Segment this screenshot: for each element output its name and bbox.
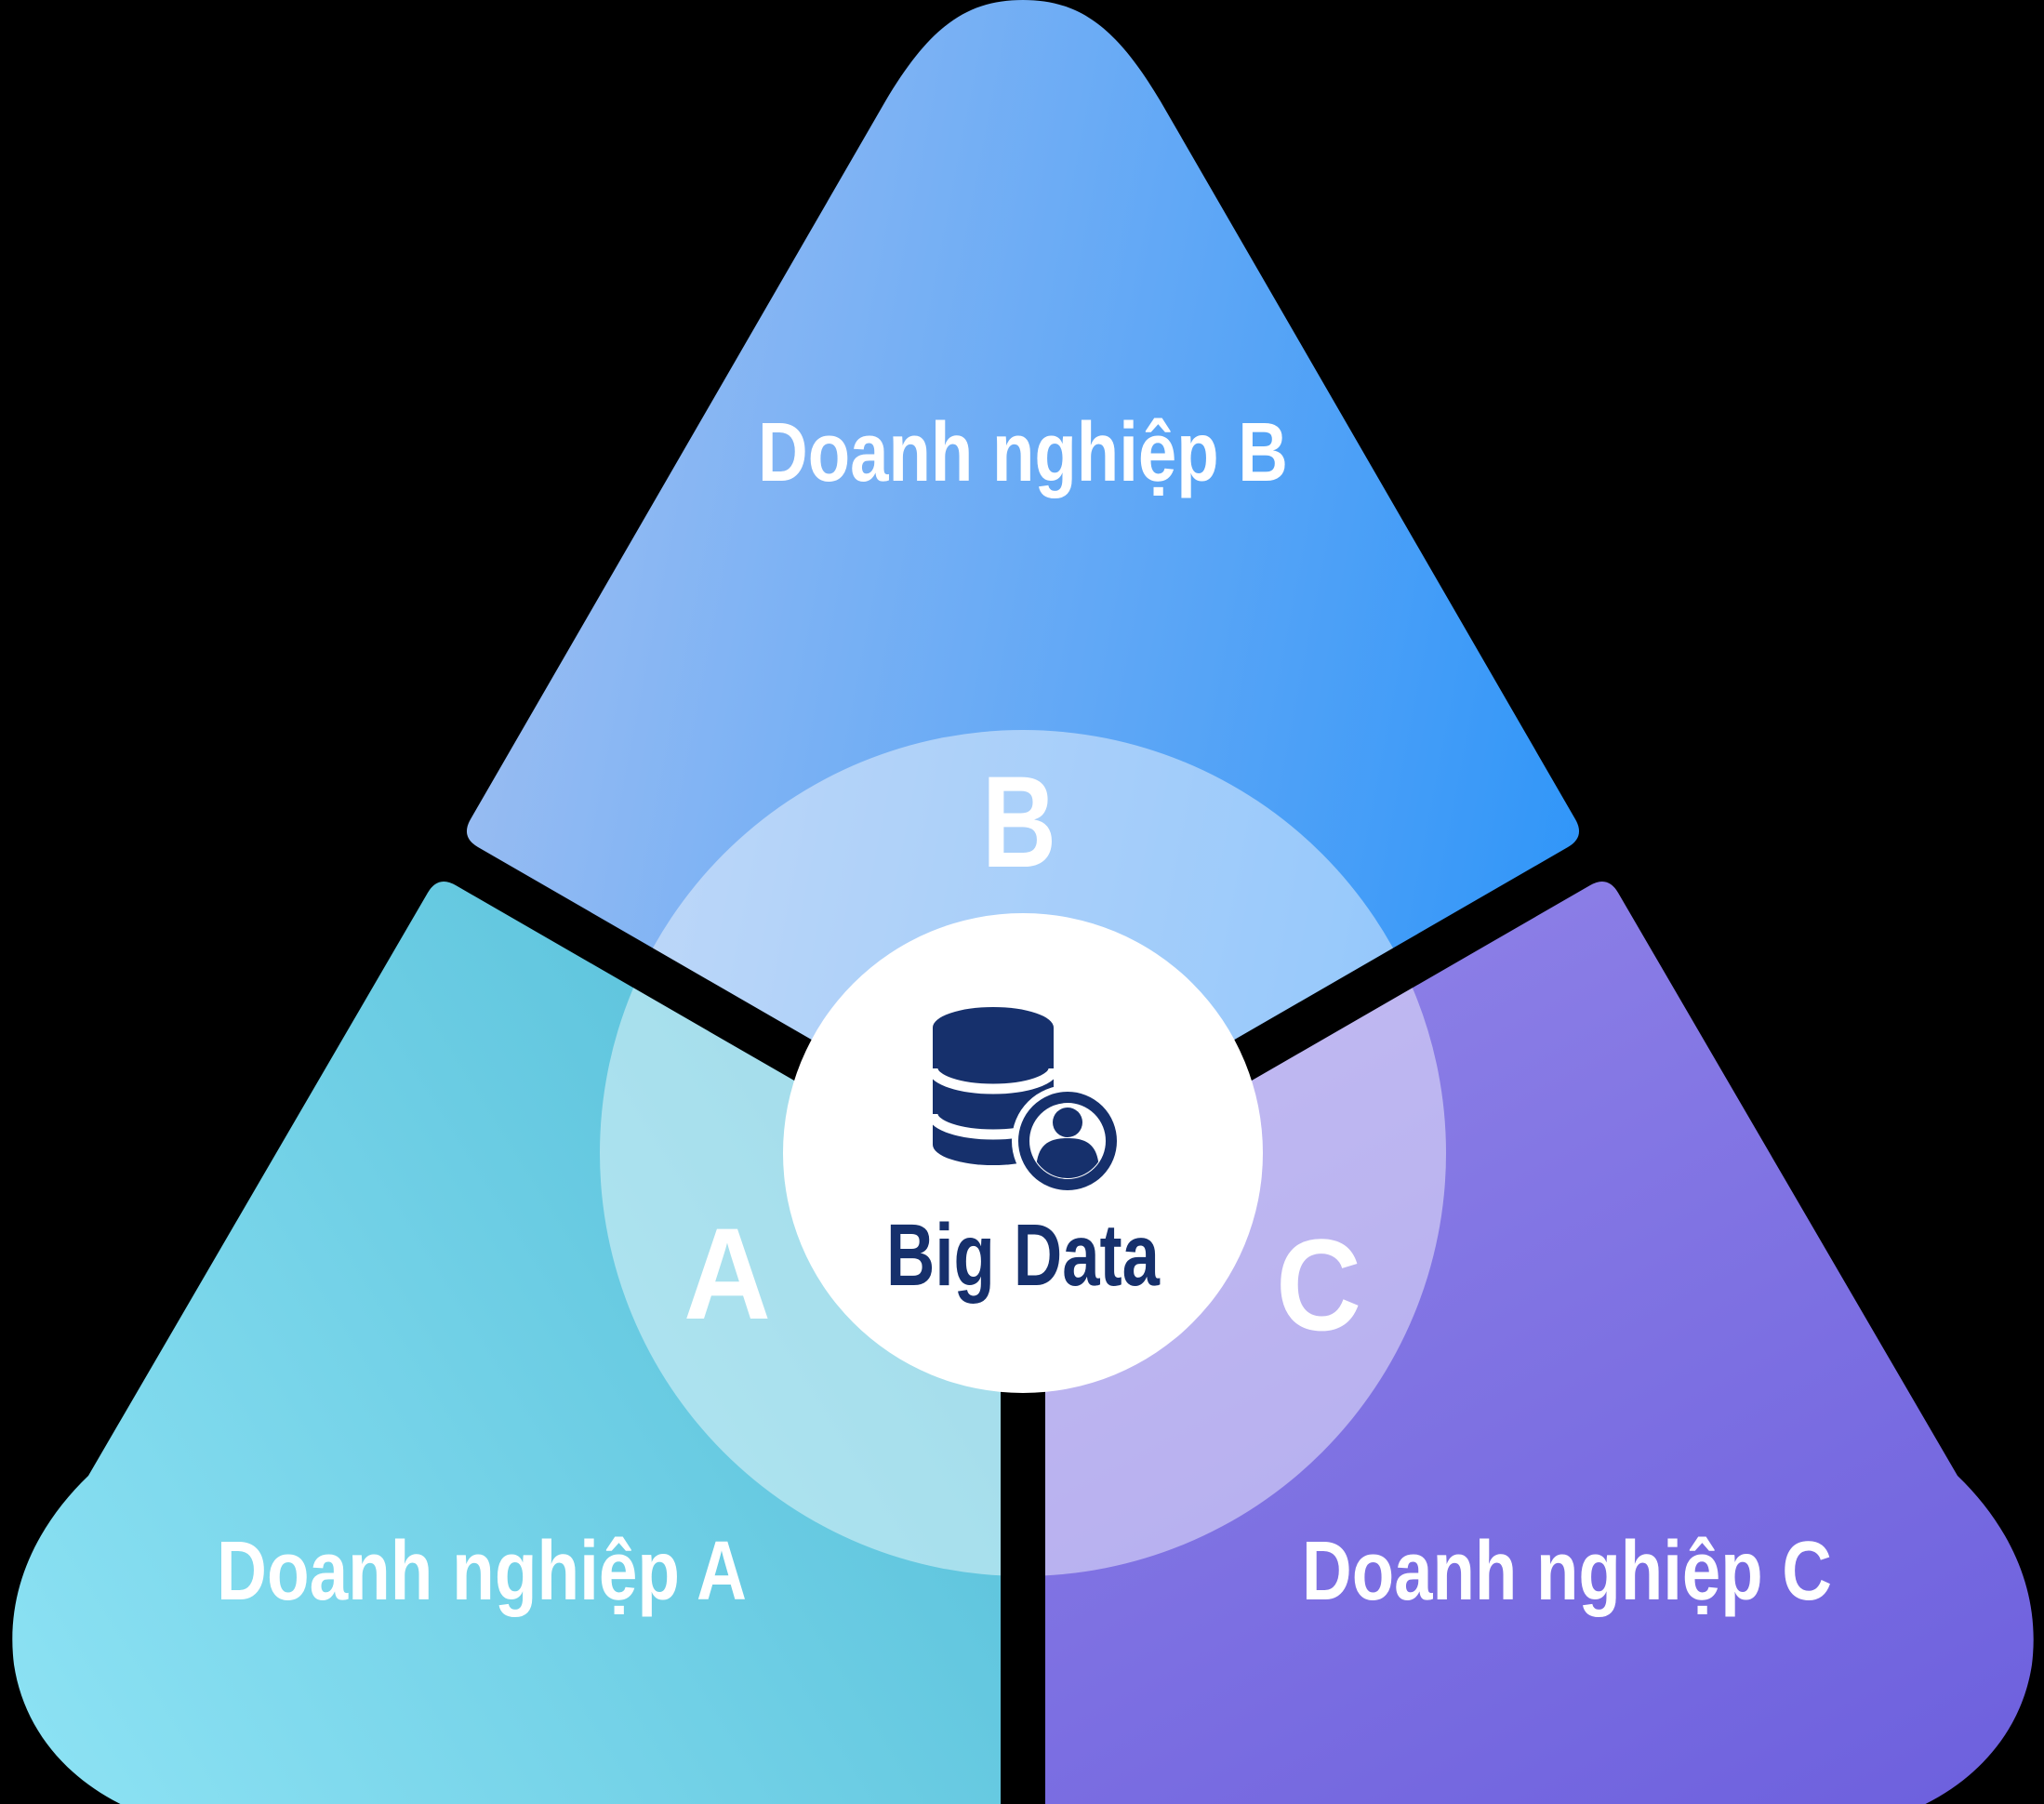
wedge-segment-c	[1045, 881, 2034, 1804]
segment-label-a: Doanh nghiệp A	[217, 1525, 747, 1618]
database-icon	[927, 1007, 1123, 1197]
user-shoulders	[1036, 1138, 1099, 1178]
segment-letter-a: A	[684, 1200, 771, 1346]
wedge-segment-b	[466, 0, 1580, 1156]
segment-letter-b: B	[982, 749, 1056, 895]
center-label: Big Data	[886, 1206, 1161, 1305]
segment-label-c: Doanh nghiệp C	[1302, 1525, 1832, 1618]
segment-label-b: Doanh nghiệp B	[758, 406, 1288, 499]
segment-letter-c: C	[1276, 1212, 1361, 1358]
user-head	[1053, 1108, 1082, 1137]
wedge-segment-a	[12, 881, 1001, 1804]
user-icon	[1012, 1085, 1123, 1197]
database-divider-1	[927, 1068, 1059, 1094]
